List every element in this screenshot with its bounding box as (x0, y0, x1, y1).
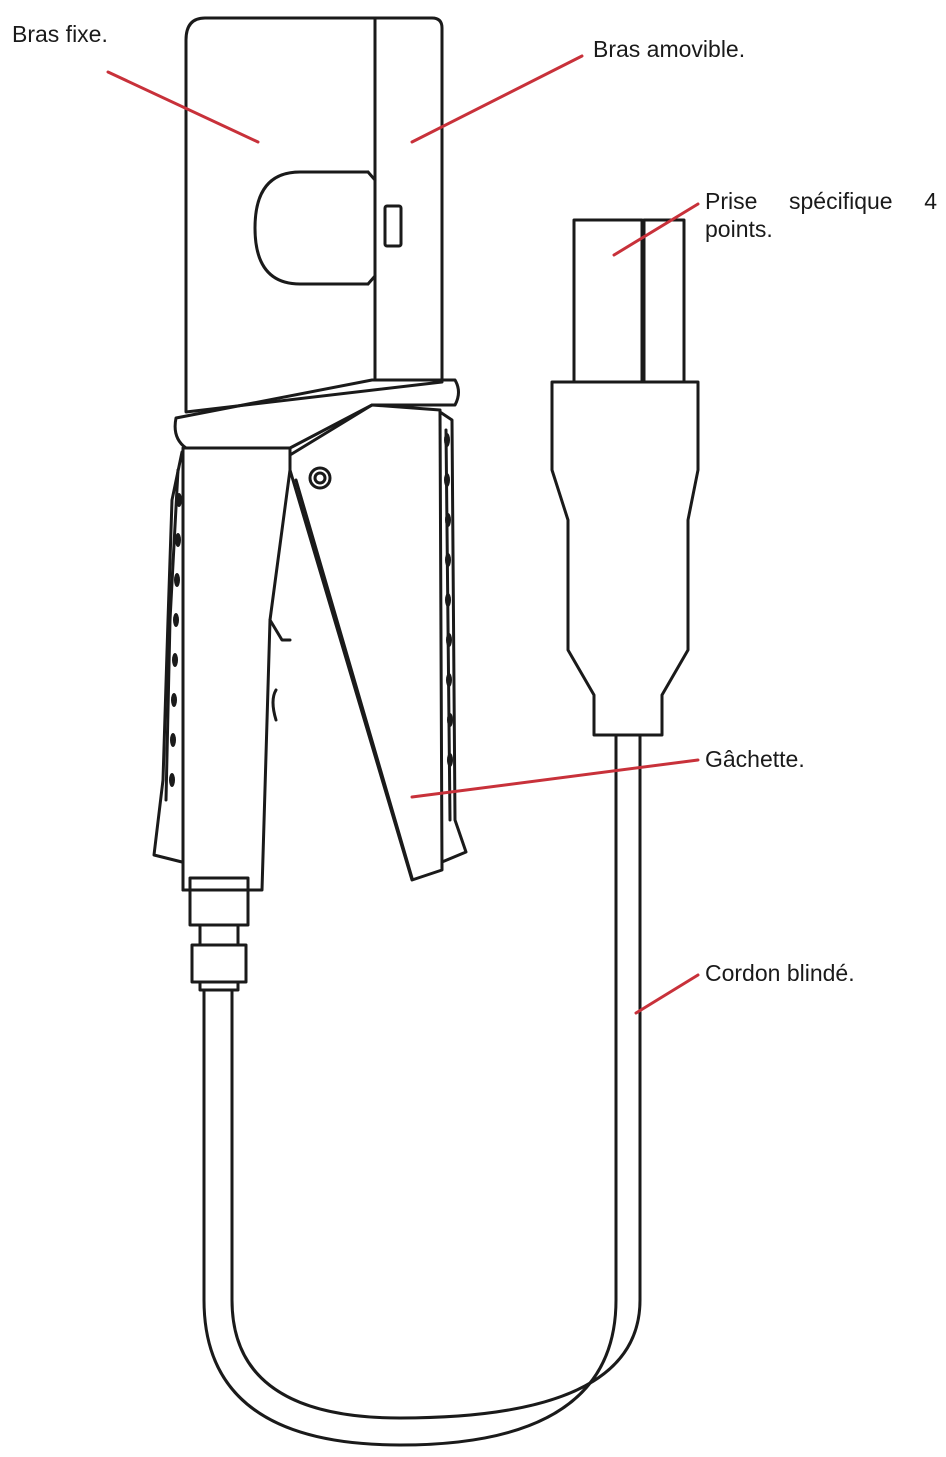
label-prise-line1: Prise spécifique 4 (705, 188, 937, 214)
trigger (288, 403, 444, 882)
jaw-opening (253, 170, 370, 286)
leader-bras-fixe (106, 70, 260, 144)
right-grip (438, 410, 468, 864)
shielded-cable (202, 733, 618, 1447)
label-prise-line2: points. (705, 216, 773, 242)
label-bras-amovible: Bras amovible. (593, 36, 746, 62)
clamp-cable-boot (188, 876, 250, 927)
label-gachette: Gâchette. (705, 746, 805, 772)
collar-band (173, 378, 460, 450)
left-grip-dots (169, 493, 182, 787)
leader-cordon (634, 973, 700, 1015)
arm-slot (383, 204, 403, 248)
plug-body (550, 380, 700, 737)
label-prise: Prise spécifique 4 points. (705, 187, 937, 243)
label-bras-fixe: Bras fixe. (12, 21, 108, 47)
leader-bras-amovible (410, 54, 584, 144)
label-cordon: Cordon blindé. (705, 960, 855, 986)
left-grip (152, 450, 184, 864)
leader-prise (612, 202, 700, 257)
plug-pin-left (572, 218, 644, 384)
fixed-handle (181, 446, 292, 892)
leader-gachette (410, 758, 700, 799)
right-grip-dots (444, 433, 453, 767)
plug-pin-right (642, 218, 686, 384)
pivot-screw (308, 466, 332, 490)
leader-lines (106, 54, 700, 1015)
jaw-head (184, 16, 444, 414)
